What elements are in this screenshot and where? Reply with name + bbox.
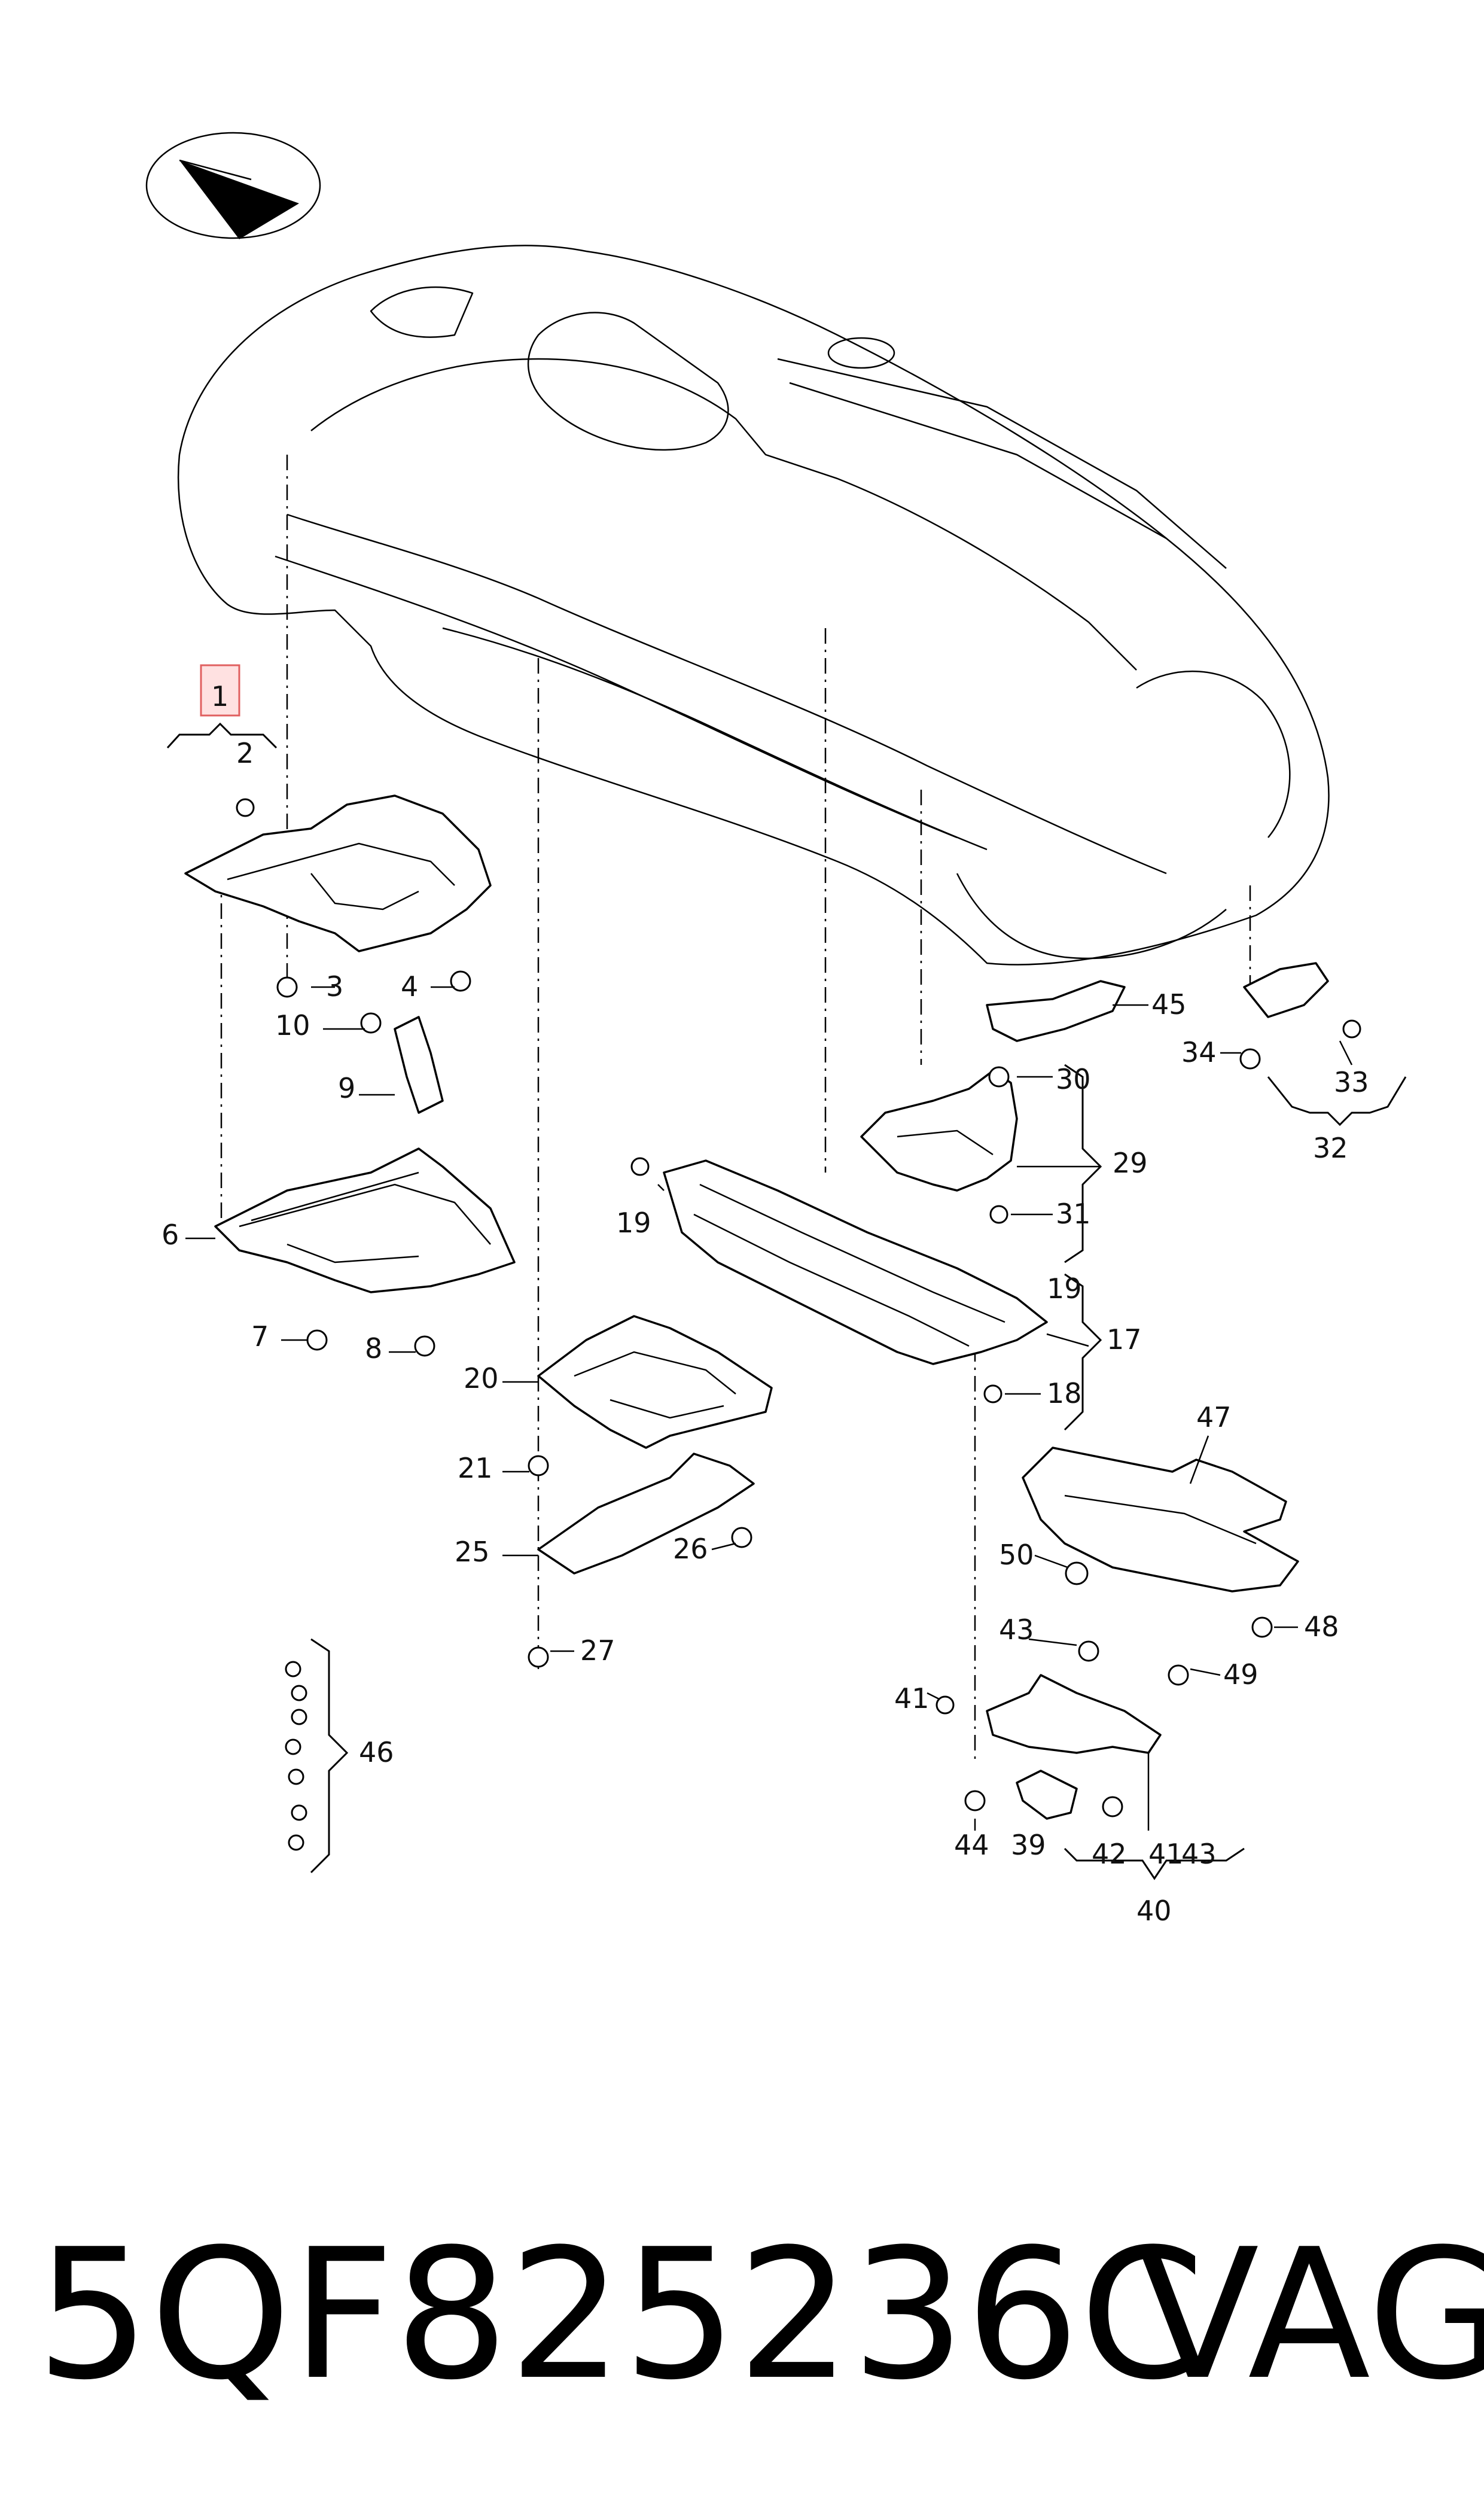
callout-31[interactable]: 31 (1056, 1198, 1091, 1230)
callout-21[interactable]: 21 (458, 1452, 493, 1484)
part-45 (986, 980, 1126, 1042)
leader-lines (185, 986, 1353, 1831)
tunnel-plate-part-17 (663, 1159, 1048, 1365)
vehicle-underbody (177, 245, 1330, 966)
callout-43-bottom[interactable]: 43 (1181, 1838, 1217, 1870)
callout-50[interactable]: 50 (999, 1539, 1034, 1571)
callout-43-top[interactable]: 43 (999, 1613, 1034, 1646)
callout-48[interactable]: 48 (1304, 1610, 1339, 1643)
brand-label: VAG (1136, 2211, 1484, 2419)
plate-part-29 (860, 1070, 1018, 1192)
callout-27[interactable]: 27 (580, 1634, 615, 1667)
callout-33[interactable]: 33 (1334, 1066, 1369, 1098)
callout-7[interactable]: 7 (251, 1320, 269, 1353)
callout-41-right[interactable]: 41 (1148, 1838, 1184, 1870)
callout-32[interactable]: 32 (1313, 1132, 1348, 1164)
callout-29[interactable]: 29 (1113, 1147, 1148, 1179)
callout-1-highlight[interactable] (200, 664, 240, 717)
fasteners (236, 798, 1361, 1851)
callout-20[interactable]: 20 (464, 1362, 499, 1395)
part-number: 5QF825236C (36, 2211, 1205, 2419)
callout-18[interactable]: 18 (1047, 1377, 1082, 1409)
callout-49[interactable]: 49 (1223, 1658, 1258, 1691)
callout-47[interactable]: 47 (1196, 1401, 1232, 1433)
callout-44[interactable]: 44 (954, 1829, 989, 1861)
callout-17[interactable]: 17 (1107, 1323, 1142, 1356)
callout-46[interactable]: 46 (359, 1736, 394, 1768)
parts-diagram: 1 2 3 4 10 9 6 7 8 20 21 25 26 27 19 30 … (145, 132, 1407, 1927)
callout-9[interactable]: 9 (338, 1072, 355, 1104)
callout-42[interactable]: 42 (1092, 1838, 1127, 1870)
callout-19-left[interactable]: 19 (616, 1207, 651, 1239)
callout-3[interactable]: 3 (326, 970, 343, 1003)
callout-45[interactable]: 45 (1151, 988, 1187, 1021)
callout-40[interactable]: 40 (1136, 1895, 1172, 1927)
front-skid-plate-upper (184, 794, 492, 952)
callout-34[interactable]: 34 (1181, 1036, 1217, 1068)
center-plate-part-20 (537, 1315, 773, 1449)
callout-26[interactable]: 26 (673, 1533, 708, 1565)
callout-2[interactable]: 2 (236, 737, 254, 769)
bracket-part-9 (394, 1016, 444, 1114)
group-braces (310, 1064, 1407, 1880)
callout-41-left[interactable]: 41 (894, 1682, 930, 1715)
front-skid-plate-lower (214, 1147, 516, 1293)
callout-39[interactable]: 39 (1011, 1829, 1046, 1861)
callout-19-right[interactable]: 19 (1047, 1272, 1082, 1305)
plate-part-25 (537, 1453, 755, 1575)
callout-8[interactable]: 8 (365, 1332, 382, 1365)
callout-10[interactable]: 10 (275, 1009, 310, 1042)
callout-labels: 1 2 3 4 10 9 6 7 8 20 21 25 26 27 19 30 … (161, 680, 1369, 1927)
callout-4[interactable]: 4 (401, 970, 418, 1003)
callout-30[interactable]: 30 (1056, 1063, 1091, 1095)
plate-part-47 (1022, 1447, 1299, 1593)
orientation-compass-icon (145, 132, 321, 239)
fitment-lines (220, 455, 1251, 1759)
assembly-part-40 (986, 1674, 1162, 1820)
callout-25[interactable]: 25 (455, 1536, 490, 1568)
bracket-part-32 (1243, 962, 1329, 1018)
callout-1[interactable]: 1 (211, 680, 228, 713)
callout-6[interactable]: 6 (161, 1219, 179, 1251)
